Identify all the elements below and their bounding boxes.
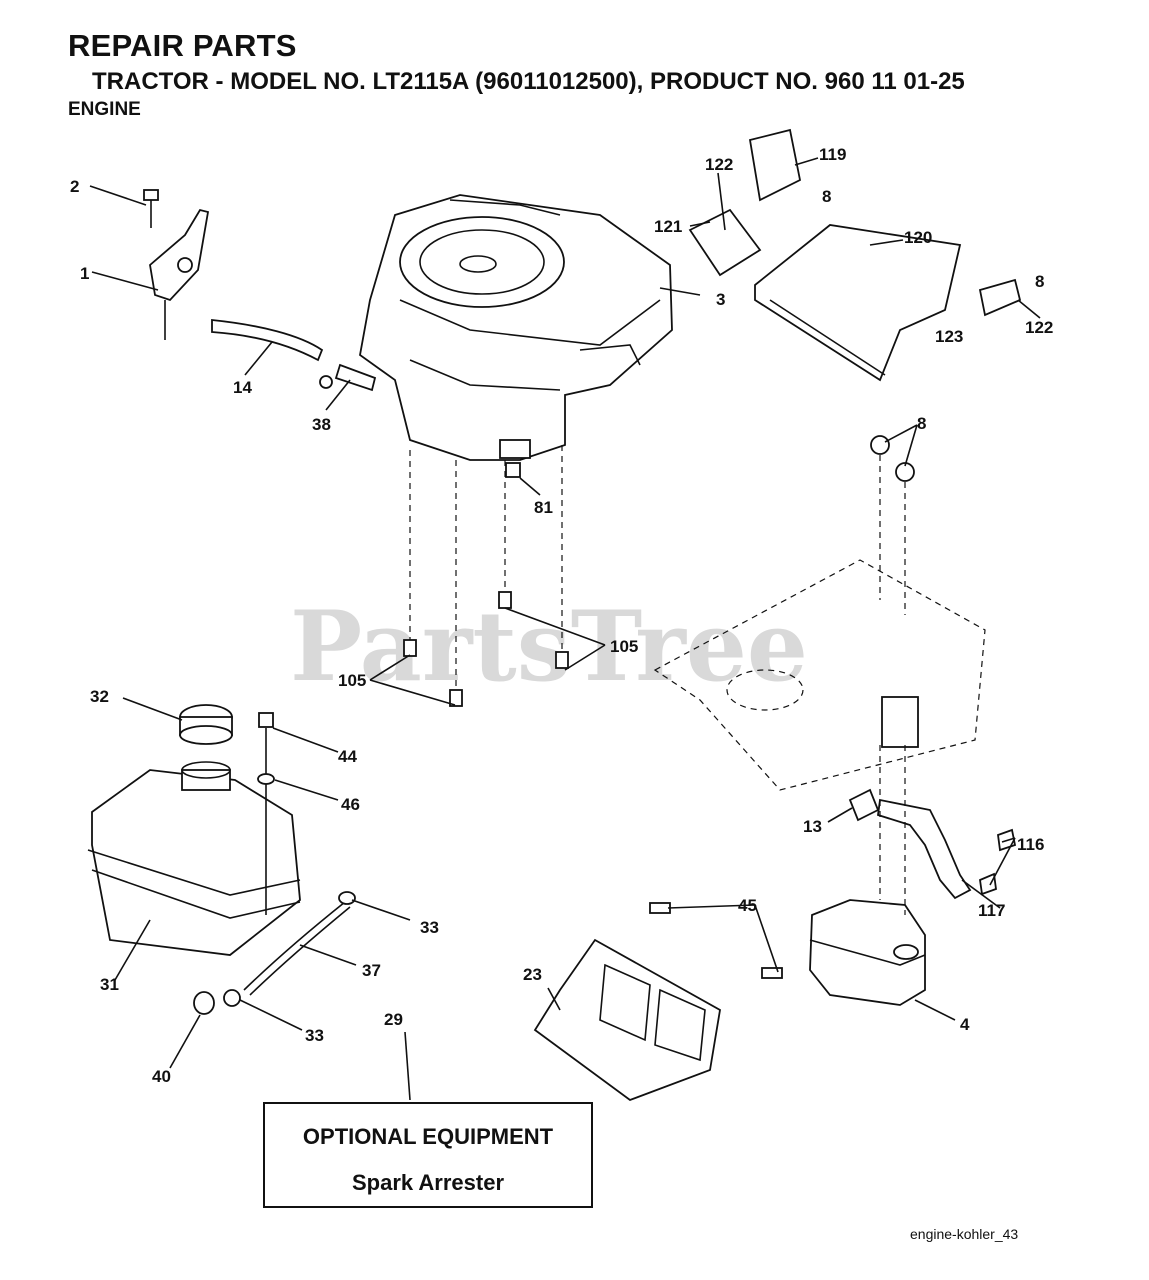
callout-13: 13 xyxy=(803,817,822,836)
section-label: ENGINE xyxy=(68,99,141,120)
model-subtitle: TRACTOR - MODEL NO. LT2115A (96011012500… xyxy=(92,68,965,95)
callout-1: 1 xyxy=(80,264,89,283)
callout-29: 29 xyxy=(384,1010,403,1029)
callout-33-bottom: 33 xyxy=(305,1026,324,1045)
callout-8-bracket: 8 xyxy=(822,187,831,206)
callout-117: 117 xyxy=(978,901,1005,920)
callout-122-top: 122 xyxy=(705,155,733,174)
callout-23: 23 xyxy=(523,965,542,984)
mounting-plate-part[interactable] xyxy=(653,435,986,791)
leader-lines xyxy=(89,157,1041,1101)
muffler-part[interactable] xyxy=(809,745,1017,1006)
callout-119: 119 xyxy=(819,145,846,164)
callout-8-right: 8 xyxy=(1035,272,1044,291)
fuel-tank-part[interactable] xyxy=(87,704,301,956)
callout-44: 44 xyxy=(338,747,357,766)
callout-123: 123 xyxy=(935,327,963,346)
callout-45: 45 xyxy=(738,896,757,915)
callout-121: 121 xyxy=(654,217,682,236)
callout-40: 40 xyxy=(152,1067,171,1086)
callout-14: 14 xyxy=(233,378,252,397)
callout-116: 116 xyxy=(1017,835,1044,854)
shield-plate-part[interactable] xyxy=(533,902,783,1102)
callout-37: 37 xyxy=(362,961,381,980)
fuel-line-part[interactable] xyxy=(211,319,377,392)
callout-38: 38 xyxy=(312,415,331,434)
callout-31: 31 xyxy=(100,975,119,994)
callout-122-right: 122 xyxy=(1025,318,1053,337)
callout-3: 3 xyxy=(716,290,725,309)
callout-46: 46 xyxy=(341,795,360,814)
callout-2: 2 xyxy=(70,177,79,196)
callout-33-top: 33 xyxy=(420,918,439,937)
callout-81: 81 xyxy=(534,498,553,517)
optional-equipment-item: Spark Arrester xyxy=(351,1170,505,1195)
page-title: REPAIR PARTS xyxy=(68,28,297,63)
callout-32: 32 xyxy=(90,687,109,706)
callout-120: 120 xyxy=(904,228,932,247)
throttle-control-part[interactable] xyxy=(143,189,210,340)
callout-105-right: 105 xyxy=(610,637,638,656)
engine-part[interactable] xyxy=(359,194,673,461)
callout-8-plate: 8 xyxy=(917,414,926,433)
optional-equipment-box: OPTIONAL EQUIPMENT Spark Arrester xyxy=(263,1102,593,1208)
optional-equipment-title: OPTIONAL EQUIPMENT xyxy=(302,1124,554,1149)
callout-105-left: 105 xyxy=(338,671,366,690)
callout-4: 4 xyxy=(960,1015,970,1034)
watermark: PartsTree xyxy=(290,590,808,703)
diagram-reference-code: engine-kohler_43 xyxy=(910,1226,1019,1242)
fuel-hose-part[interactable] xyxy=(193,891,356,1015)
heat-shield-bracket-part[interactable] xyxy=(688,128,1022,382)
